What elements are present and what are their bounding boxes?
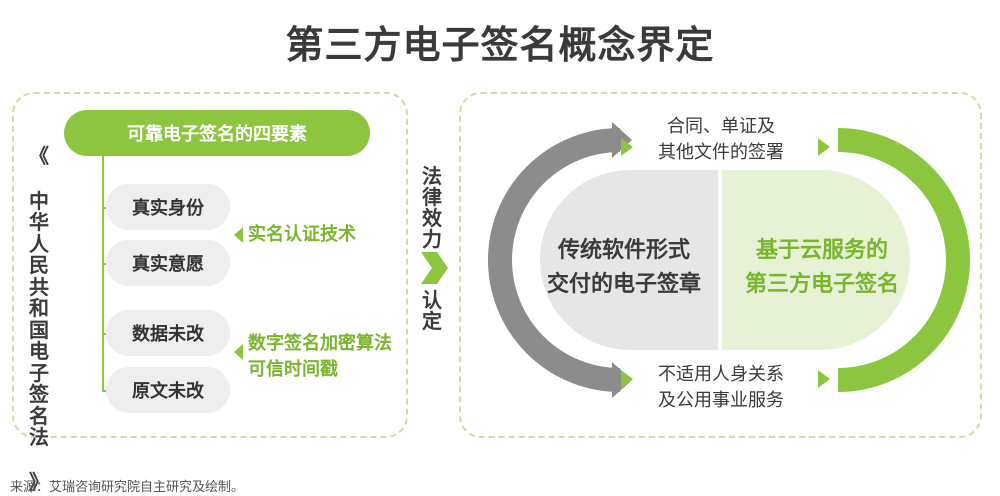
right-panel bbox=[459, 92, 982, 438]
four-elements-header: 可靠电子签名的四要素 bbox=[64, 110, 370, 156]
exclusion-scope-caption: 不适用人身关系 及公用事业服务 bbox=[658, 364, 784, 411]
arrow-left-icon bbox=[234, 227, 243, 243]
source-note: 来源：艾瑞咨询研究院自主研究及绘制。 bbox=[10, 480, 245, 495]
law-name: 中华人民共和国电子签名法 bbox=[29, 188, 49, 449]
page-title: 第三方电子签名概念界定 bbox=[285, 23, 715, 67]
element-data-unaltered: 数据未改 bbox=[106, 310, 230, 356]
law-name-vertical: 《 中华人民共和国电子签名法 》 bbox=[24, 124, 54, 496]
applicable-scope-caption: 合同、单证及 其他文件的签署 bbox=[658, 116, 784, 163]
crypto-tech-label: 数字签名加密算法 可信时间戳 bbox=[248, 331, 392, 383]
arrow-right-icon bbox=[818, 370, 830, 388]
tree-connector-vertical bbox=[102, 156, 104, 392]
element-original-unaltered: 原文未改 bbox=[106, 367, 230, 413]
element-real-intention: 真实意愿 bbox=[106, 240, 230, 286]
arrow-right-icon bbox=[621, 138, 633, 156]
left-panel bbox=[12, 92, 408, 438]
arrow-right-icon bbox=[621, 370, 633, 388]
chevron-right-icon bbox=[421, 252, 448, 284]
arrow-right-icon bbox=[818, 138, 830, 156]
arrow-left-icon bbox=[234, 344, 243, 360]
crypto-tech-line2: 可信时间戳 bbox=[248, 359, 338, 380]
comparison-graphic bbox=[488, 122, 970, 398]
crypto-tech-line1: 数字签名加密算法 bbox=[248, 333, 392, 354]
legal-effect-top: 法律效力 bbox=[422, 164, 442, 251]
traditional-arc bbox=[488, 128, 621, 392]
third-party-signature-label: 基于云服务的 第三方电子签名 bbox=[744, 238, 899, 297]
third-party-pill bbox=[722, 170, 910, 350]
traditional-signature-label: 传统软件形式 交付的电子签章 bbox=[546, 238, 701, 297]
law-close-bracket: 》 bbox=[29, 470, 49, 494]
law-open-bracket: 《 bbox=[29, 143, 49, 168]
traditional-pill bbox=[540, 170, 718, 350]
third-party-arc bbox=[837, 128, 970, 392]
element-real-identity: 真实身份 bbox=[106, 184, 230, 230]
legal-effect-bottom: 认定 bbox=[422, 288, 442, 333]
identity-tech-label: 实名认证技术 bbox=[248, 224, 356, 245]
